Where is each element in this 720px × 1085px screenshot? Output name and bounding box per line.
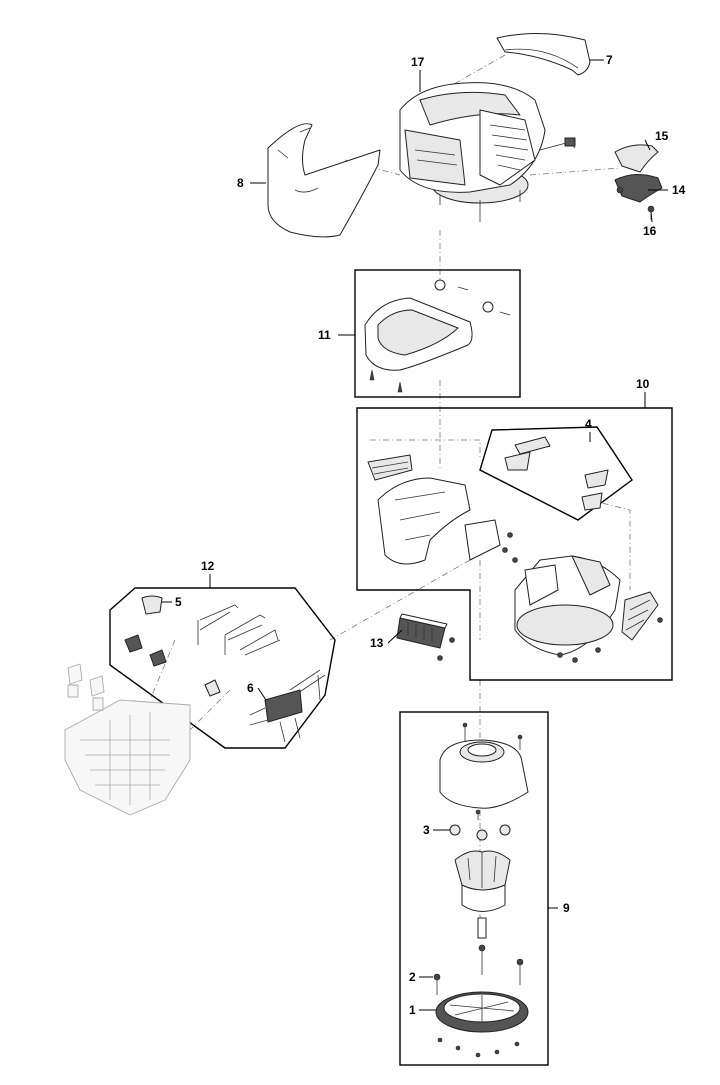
part-4-foam-pads — [504, 436, 609, 511]
callout-1: 1 — [409, 1003, 416, 1017]
callout-3: 3 — [423, 823, 430, 837]
assembly-guide-lines — [149, 54, 631, 930]
part-12-switches-and-wiring — [124, 604, 326, 701]
callout-14: 14 — [672, 183, 686, 197]
callout-leader-lines — [162, 59, 668, 1011]
group-10-frame — [356, 407, 673, 681]
callout-7: 7 — [606, 53, 613, 67]
group-12-frame — [109, 587, 336, 749]
part-1-motor-base — [435, 991, 529, 1058]
callout-2: 2 — [409, 970, 416, 984]
part-3-nuts — [449, 824, 511, 841]
part-9-motor-rotor — [454, 809, 511, 939]
callout-13: 13 — [370, 636, 384, 650]
part-10-right-shell — [514, 555, 663, 663]
callout-17: 17 — [411, 55, 425, 69]
part-8-front-cover — [267, 123, 381, 238]
part-10-left-shell — [367, 454, 518, 565]
part-5-knob — [141, 595, 163, 615]
part-11-filter-lid — [364, 279, 511, 393]
callout-8: 8 — [237, 176, 244, 190]
callout-15: 15 — [655, 129, 669, 143]
group-9-frame — [399, 711, 549, 1066]
callout-10: 10 — [636, 377, 650, 391]
part-14-grip-base — [614, 174, 663, 203]
callout-5: 5 — [175, 595, 182, 609]
group-4-frame — [479, 426, 633, 521]
part-15-grip-cap — [614, 144, 659, 173]
part-2-bolts — [433, 944, 524, 995]
part-9-fan-shroud — [439, 722, 529, 809]
callout-16: 16 — [643, 224, 657, 238]
faint-chassis — [64, 663, 191, 816]
callout-9: 9 — [563, 901, 570, 915]
group-11-frame — [354, 269, 521, 398]
callout-11: 11 — [318, 328, 331, 342]
callout-4: 4 — [585, 417, 592, 431]
part-7-top-cover — [496, 33, 591, 76]
callout-6: 6 — [247, 681, 254, 695]
part-13-connector — [396, 613, 455, 661]
callout-12: 12 — [201, 559, 215, 573]
part-17-housing — [399, 82, 576, 222]
callout-labels: 7 17 8 15 14 16 11 10 4 12 5 6 13 3 9 2 … — [175, 53, 686, 1017]
part-6-terminal-block — [249, 689, 303, 743]
